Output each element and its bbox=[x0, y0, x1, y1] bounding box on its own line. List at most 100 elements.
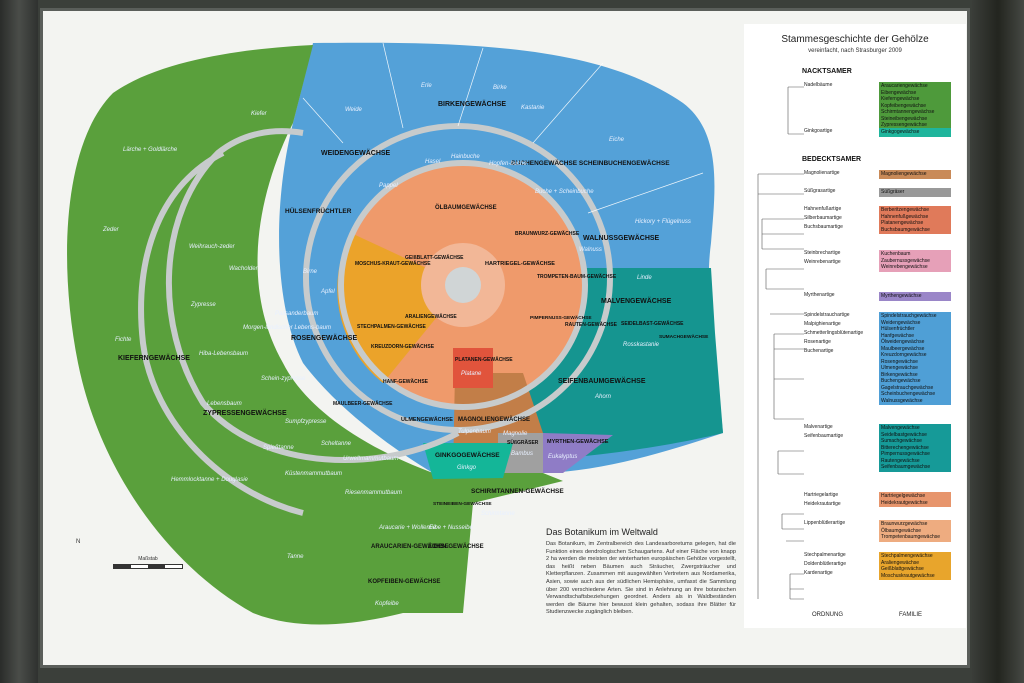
label-trompeten: TROMPETEN-BAUM-GEWÄCHSE bbox=[537, 273, 617, 280]
legend-order: Lippenblütlerartige bbox=[804, 520, 846, 526]
species-weide: Weide bbox=[345, 107, 363, 113]
legend-order: Nadelbäume bbox=[804, 82, 833, 88]
wooden-post-left bbox=[0, 0, 38, 683]
legend-family: Birkengewächse bbox=[881, 371, 918, 378]
species-hainbuche: Hainbuche bbox=[451, 154, 480, 160]
label-hanf: HANF-GEWÄCHSE bbox=[383, 378, 429, 385]
species-ginkgo: Ginkgo bbox=[457, 465, 477, 471]
path-spiral bbox=[165, 128, 460, 463]
ginkgo-region bbox=[423, 443, 513, 479]
legend-family-box: Süßgräser bbox=[879, 188, 951, 197]
legend-family: Ölbaumgewächse bbox=[881, 527, 922, 534]
label-malven: MALVENGEWÄCHSE bbox=[601, 297, 672, 305]
legend-family: Myrthengewächse bbox=[881, 293, 922, 299]
species-hemlock: Hemmlocktanne + Douglasie bbox=[171, 477, 249, 483]
legend-family: Araucariengewächse bbox=[881, 83, 928, 89]
label-birken: BIRKENGEWÄCHSE bbox=[438, 100, 506, 108]
legend-order: Weinrebenartige bbox=[804, 259, 841, 265]
legend-order: Seifenbaumartige bbox=[804, 433, 844, 439]
legend-family: Eibengewächse bbox=[881, 89, 917, 96]
label-kreuzdorn: KREUZDORN-GEWÄCHSE bbox=[371, 343, 435, 350]
label-hartriegel: HARTRIEGEL-GEWÄCHSE bbox=[485, 260, 555, 267]
species-eibe: Eibe + Nusseibe bbox=[429, 525, 474, 531]
legend-order: Spindelstrauchartige bbox=[804, 312, 850, 318]
species-bambus: Bambus bbox=[511, 451, 533, 457]
species-schelf: Scheltanne bbox=[321, 441, 352, 447]
species-hasel: Hasel bbox=[425, 159, 441, 165]
scale-label: Maßstab bbox=[138, 556, 158, 562]
species-kastanie: Kastanie bbox=[521, 105, 545, 111]
wooden-post-right bbox=[972, 0, 1024, 683]
species-apfel: Apfel bbox=[320, 289, 335, 295]
legend-family: Maulbeergewächse bbox=[881, 345, 925, 352]
legend-family: Ginkgogewächse bbox=[881, 129, 920, 135]
species-spiess: Spießtanne bbox=[263, 445, 294, 451]
species-hickory: Hickory + Flügelnuss bbox=[635, 219, 691, 225]
species-platane: Platane bbox=[461, 371, 482, 377]
legend-panel: Stammesgeschichte der Gehölze vereinfach… bbox=[744, 24, 966, 628]
legend-family: Araliengewächse bbox=[881, 559, 920, 566]
legend-family: Zaubernussgewächse bbox=[881, 257, 930, 264]
garden-map: KIEFERNGEWÄCHSE ZYPRESSENGEWÄCHSE BIRKEN… bbox=[67, 42, 723, 625]
info-body: Das Botanikum, im Zentralbereich des Lan… bbox=[546, 541, 736, 616]
legend-order: Ginkgoartige bbox=[804, 128, 833, 134]
label-buchen: BUCHENGEWÄCHSE SCHEINBUCHENGEWÄCHSE bbox=[511, 159, 670, 167]
label-araliengew: ARALIENGEWÄCHSE bbox=[405, 313, 457, 320]
species-birke: Birke bbox=[493, 85, 507, 91]
legend-family: Magnoliengewächse bbox=[881, 171, 927, 177]
legend-family: Bitterechengewächse bbox=[881, 444, 929, 451]
label-stechpalmen: STECHPALMEN-GEWÄCHSE bbox=[357, 323, 426, 330]
legend-family: Geißblattgewächse bbox=[881, 566, 924, 572]
species-fichte: Fichte bbox=[115, 337, 132, 343]
legend-bedecktsamer: BEDECKTSAMER bbox=[802, 156, 862, 163]
species-ahorn: Ahorn bbox=[594, 394, 612, 400]
legend-order: Myrthenartige bbox=[804, 292, 835, 298]
legend-family-box: Ginkgogewächse bbox=[879, 128, 951, 137]
label-ulmen: ULMENGEWÄCHSE bbox=[401, 416, 453, 423]
label-zypressen: ZYPRESSENGEWÄCHSE bbox=[203, 409, 287, 417]
scale-bar: Maßstab bbox=[113, 556, 183, 574]
legend-order: Silberbaumartige bbox=[804, 215, 842, 221]
label-moschus: MOSCHUS-KRAUT-GEWÄCHSE bbox=[355, 260, 431, 267]
legend-family: Scheinbuchengewächse bbox=[881, 391, 936, 397]
legend-family: Sumachgewächse bbox=[881, 438, 922, 444]
label-seifenbaum: SEIFENBAUMGEWÄCHSE bbox=[558, 377, 646, 385]
platanen-region bbox=[453, 348, 493, 388]
legend-family: Gagelstrauchgewächse bbox=[881, 384, 934, 391]
legend-family: Weidengewächse bbox=[881, 319, 921, 326]
legend-title: Stammesgeschichte der Gehölze bbox=[781, 34, 929, 45]
legend-family: Ölweidengewächse bbox=[881, 339, 925, 345]
info-title: Das Botanikum im Weltwald bbox=[546, 527, 658, 537]
legend-footer-familie: FAMILIE bbox=[899, 612, 923, 618]
species-pappel: Pappel bbox=[379, 183, 398, 189]
legend-family: Schirmtannengewächse bbox=[881, 109, 935, 115]
species-rosskastanie: Rosskastanie bbox=[623, 342, 660, 348]
legend-order: Schmetterlingsblütenartige bbox=[804, 330, 864, 336]
species-riesen: Riesenmammutbaum bbox=[345, 490, 402, 496]
legend-order: Stechpalmenartige bbox=[804, 552, 846, 558]
legend-family: Malvengewächse bbox=[881, 425, 920, 431]
legend-family: Hülsenfrüchtler bbox=[881, 326, 915, 332]
legend-order: Doldenblütlerartige bbox=[804, 561, 846, 567]
legend-family: Trompetenbaumgewächse bbox=[881, 534, 941, 540]
legend-order: Buchsbaumartige bbox=[804, 224, 843, 230]
legend-order: Hahnenfußartige bbox=[804, 206, 842, 212]
label-ginkgo: GINKGOGEWÄCHSE bbox=[435, 451, 500, 459]
species-wacholder: Wacholder bbox=[229, 266, 259, 272]
species-buche: Buche + Scheinbuche bbox=[535, 189, 594, 195]
species-magnolie: Magnolie bbox=[503, 431, 528, 437]
label-sumach: SUMACHGEWÄCHSE bbox=[659, 333, 709, 340]
legend-family: Rosengewächse bbox=[881, 358, 918, 365]
label-magnolien: MAGNOLIENGEWÄCHSE bbox=[458, 416, 530, 423]
label-kiefern: KIEFERNGEWÄCHSE bbox=[118, 354, 190, 362]
legend-family: Rautengewächse bbox=[881, 457, 920, 464]
legend-family: Buchengewächse bbox=[881, 378, 921, 384]
species-eukalyptus: Eukalyptus bbox=[548, 454, 577, 460]
ring-core bbox=[445, 267, 481, 303]
species-araucarie: Araucarie + Wollemie bbox=[378, 525, 437, 531]
legend-family-box: Myrthengewächse bbox=[879, 292, 951, 301]
legend-order: Hartriegelartige bbox=[804, 492, 839, 498]
